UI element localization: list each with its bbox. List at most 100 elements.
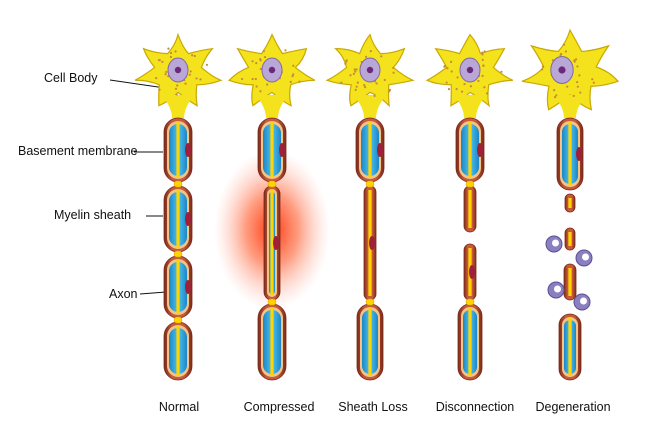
axon-core <box>568 198 571 208</box>
cytoplasm-granule <box>482 59 484 61</box>
cytoplasm-granule <box>380 55 382 57</box>
cytoplasm-granule <box>555 94 557 96</box>
label-axon: Axon <box>109 287 138 301</box>
cytoplasm-granule <box>579 91 581 93</box>
cytoplasm-granule <box>443 66 445 68</box>
cytoplasm-granule <box>170 56 172 58</box>
macrophage-vacuole <box>552 240 559 247</box>
neuron-disconnection <box>427 35 513 380</box>
nucleolus <box>175 67 181 73</box>
cytoplasm-granule <box>373 95 375 97</box>
cytoplasm-granule <box>167 48 169 50</box>
cytoplasm-granule <box>284 49 286 51</box>
cytoplasm-granule <box>196 77 198 79</box>
axon-core <box>468 308 471 376</box>
node-of-ranvier <box>466 181 474 187</box>
cytoplasm-granule <box>176 93 178 95</box>
cytoplasm-granule <box>354 71 356 73</box>
schwann-nucleus <box>576 147 582 161</box>
cytoplasm-granule <box>542 65 544 67</box>
cytoplasm-granule <box>354 68 356 70</box>
cytoplasm-granule <box>256 85 258 87</box>
label-basement-membrane: Basement membrane <box>18 144 138 158</box>
macrophage-vacuole <box>580 298 587 305</box>
schwann-nucleus <box>185 212 191 226</box>
cytoplasm-granule <box>392 67 394 69</box>
axon-core <box>176 190 179 248</box>
schwann-nucleus <box>279 143 285 157</box>
cytoplasm-granule <box>481 75 483 77</box>
cytoplasm-granule <box>299 81 301 83</box>
cytoplasm-granule <box>184 83 186 85</box>
cytoplasm-granule <box>349 74 351 76</box>
cytoplasm-granule <box>355 89 357 91</box>
nucleolus <box>467 67 473 73</box>
axon-hillock <box>162 95 194 118</box>
axon-core <box>368 308 371 376</box>
axon-core <box>468 190 471 228</box>
schwann-nucleus <box>377 143 383 157</box>
cytoplasm-granule <box>463 83 465 85</box>
cytoplasm-granule <box>470 85 472 87</box>
schwann-nucleus <box>477 143 483 157</box>
cytoplasm-granule <box>155 77 157 79</box>
schwann-nucleus <box>369 236 375 250</box>
axon-core <box>568 268 571 296</box>
axon-core <box>368 122 371 178</box>
cytoplasm-granule <box>384 79 386 81</box>
cytoplasm-granule <box>266 83 268 85</box>
cytoplasm-granule <box>365 56 367 58</box>
cytoplasm-granule <box>206 64 208 66</box>
axon-core <box>568 318 571 376</box>
cytoplasm-granule <box>565 50 567 52</box>
cytoplasm-granule <box>260 59 262 61</box>
cytoplasm-granule <box>176 84 178 86</box>
cytoplasm-granule <box>158 89 160 91</box>
cytoplasm-granule <box>553 89 555 91</box>
cytoplasm-granule <box>252 78 254 80</box>
axon-core <box>568 232 571 246</box>
cytoplasm-granule <box>578 74 580 76</box>
cytoplasm-granule <box>340 82 342 84</box>
schwann-nucleus <box>185 280 191 294</box>
axon-gap <box>464 236 476 242</box>
cytoplasm-granule <box>451 70 453 72</box>
cytoplasm-granule <box>450 61 452 63</box>
axon-core <box>176 260 179 314</box>
cytoplasm-granule <box>175 88 177 90</box>
node-of-ranvier <box>366 181 374 187</box>
cytoplasm-granule <box>174 50 176 52</box>
schwann-nucleus <box>185 143 191 157</box>
schwann-nucleus <box>469 265 475 279</box>
cytoplasm-granule <box>190 70 192 72</box>
axon-core <box>270 122 273 178</box>
cytoplasm-granule <box>165 71 167 73</box>
cytoplasm-granule <box>194 55 196 57</box>
axon-core <box>176 326 179 376</box>
cytoplasm-granule <box>290 81 292 83</box>
schwann-nucleus <box>273 236 279 250</box>
cytoplasm-granule <box>477 80 479 82</box>
nucleolus <box>558 66 565 73</box>
label-cell-body: Cell Body <box>44 71 98 85</box>
node-of-ranvier <box>268 299 276 305</box>
node-of-ranvier <box>466 299 474 305</box>
cytoplasm-granule <box>191 54 193 56</box>
cytoplasm-granule <box>461 91 463 93</box>
axon-hillock <box>354 95 386 118</box>
cytoplasm-granule <box>264 56 266 58</box>
axon-hillock <box>554 95 586 118</box>
neuron-sheath-loss <box>327 35 413 380</box>
cytoplasm-granule <box>577 86 579 88</box>
cytoplasm-granule <box>566 86 568 88</box>
cytoplasm-granule <box>363 84 365 86</box>
node-of-ranvier <box>174 317 182 323</box>
axon-hillock <box>256 95 288 118</box>
pointer-line <box>140 292 166 294</box>
cytoplasm-granule <box>357 82 359 84</box>
caption-degeneration: Degeneration <box>518 400 628 414</box>
neuron-normal <box>135 35 221 380</box>
axon-core <box>270 308 273 376</box>
cytoplasm-granule <box>259 90 261 92</box>
